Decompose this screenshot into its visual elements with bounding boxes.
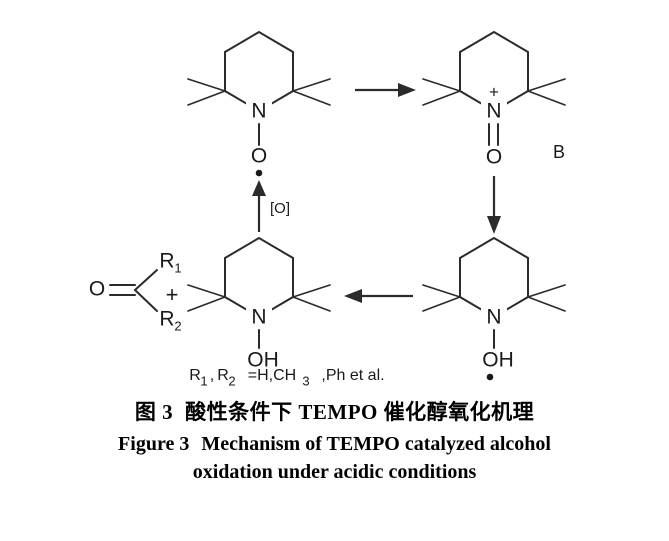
- arrow-left-up: [O]: [252, 180, 290, 232]
- arrow-top-right: [355, 83, 416, 97]
- arrow-head-icon: [398, 83, 416, 97]
- radical-dot-icon: [486, 373, 494, 381]
- arrow-right-down: [487, 176, 501, 234]
- arrow-head-icon: [252, 180, 266, 196]
- substituent-note: R 1 , R 2 =H,CH 3 ,Ph et al.: [189, 367, 384, 388]
- nitrogen-atom-label: N: [486, 100, 501, 123]
- figure-caption: 图 3 酸性条件下 TEMPO 催化醇氧化机理 Figure 3 Mechanism…: [0, 398, 669, 487]
- methyl-bond: [187, 296, 226, 312]
- methyl-bond: [187, 284, 226, 298]
- substituent-r2: R: [217, 367, 229, 384]
- methyl-bond: [292, 78, 331, 92]
- substituent-ch3-sub: 3: [302, 373, 309, 388]
- reaction-scheme-figure: N O N + O B N: [89, 30, 566, 388]
- oxidant-label: [O]: [270, 200, 290, 217]
- reaction-scheme-svg: N O N + O B N: [89, 30, 566, 388]
- label-mask: [481, 306, 507, 328]
- label-mask: [246, 306, 272, 328]
- methyl-bond: [292, 296, 331, 312]
- hydroxyl-group-label: OH: [247, 349, 279, 372]
- arrow-head-icon: [487, 216, 501, 234]
- methyl-bond: [187, 78, 226, 92]
- substituent-r1-sub: 1: [200, 373, 207, 388]
- substituent-r1: R: [189, 367, 201, 384]
- methyl-bond: [422, 296, 461, 312]
- structure-tempo-radical: N O: [187, 30, 331, 177]
- r1-subscript-label: 1: [174, 260, 181, 275]
- methyl-bond: [292, 90, 331, 106]
- caption-english-line1: Figure 3 Mechanism of TEMPO catalyzed alc…: [0, 431, 669, 459]
- nitrogen-atom-label: N: [486, 306, 501, 329]
- caption-english-title-2: oxidation under acidic conditions: [192, 460, 477, 483]
- marker-b-label: B: [553, 142, 565, 162]
- nitrogen-atom-label: N: [251, 306, 266, 329]
- r2-group-label: R: [159, 308, 174, 331]
- arrow-bottom-left: [344, 289, 413, 303]
- oxygen-atom-label: O: [486, 146, 502, 169]
- structure-oxoammonium-cation: N + O: [422, 30, 566, 169]
- substituent-equals: =H,CH: [248, 367, 296, 384]
- methyl-bond: [527, 78, 566, 92]
- hydroxyl-group-label: OH: [482, 349, 514, 372]
- methyl-bond: [422, 284, 461, 298]
- structure-tempoh-hydroxylamine: N OH: [187, 236, 331, 372]
- radical-dot-icon: [255, 169, 263, 177]
- label-mask: [246, 100, 272, 122]
- r2-subscript-label: 2: [174, 318, 181, 333]
- positive-charge-label: +: [489, 82, 499, 101]
- methyl-bond: [292, 284, 331, 298]
- methyl-bond: [422, 90, 461, 106]
- substituent-comma: ,: [210, 367, 214, 384]
- plus-sign-label: +: [166, 282, 179, 307]
- methyl-bond: [527, 90, 566, 106]
- caption-english-title-1: Mechanism of TEMPO catalyzed alcohol: [201, 433, 551, 456]
- structure-hydroxylamine-radical: N OH: [422, 236, 566, 381]
- caption-english-label: Figure 3: [118, 433, 190, 456]
- caption-english-line2: oxidation under acidic conditions: [0, 459, 669, 487]
- caption-chinese-label: 图 3: [134, 400, 174, 424]
- c-r1-bond: [134, 269, 158, 291]
- oxygen-atom-label: O: [89, 278, 105, 301]
- methyl-bond: [422, 78, 461, 92]
- oxygen-atom-label: O: [251, 145, 267, 168]
- caption-chinese-title: 酸性条件下 TEMPO 催化醇氧化机理: [185, 400, 535, 424]
- methyl-bond: [187, 90, 226, 106]
- label-mask: [481, 100, 507, 122]
- r1-group-label: R: [159, 250, 174, 273]
- structure-carbonyl-product: O R 1 R 2: [89, 250, 182, 334]
- substituent-tail: ,Ph et al.: [321, 367, 384, 384]
- substituent-r2-sub: 2: [228, 373, 235, 388]
- caption-chinese-line: 图 3 酸性条件下 TEMPO 催化醇氧化机理: [0, 398, 669, 426]
- c-r2-bond: [134, 289, 158, 312]
- nitrogen-atom-label: N: [251, 100, 266, 123]
- methyl-bond: [527, 296, 566, 312]
- arrow-head-icon: [344, 289, 362, 303]
- methyl-bond: [527, 284, 566, 298]
